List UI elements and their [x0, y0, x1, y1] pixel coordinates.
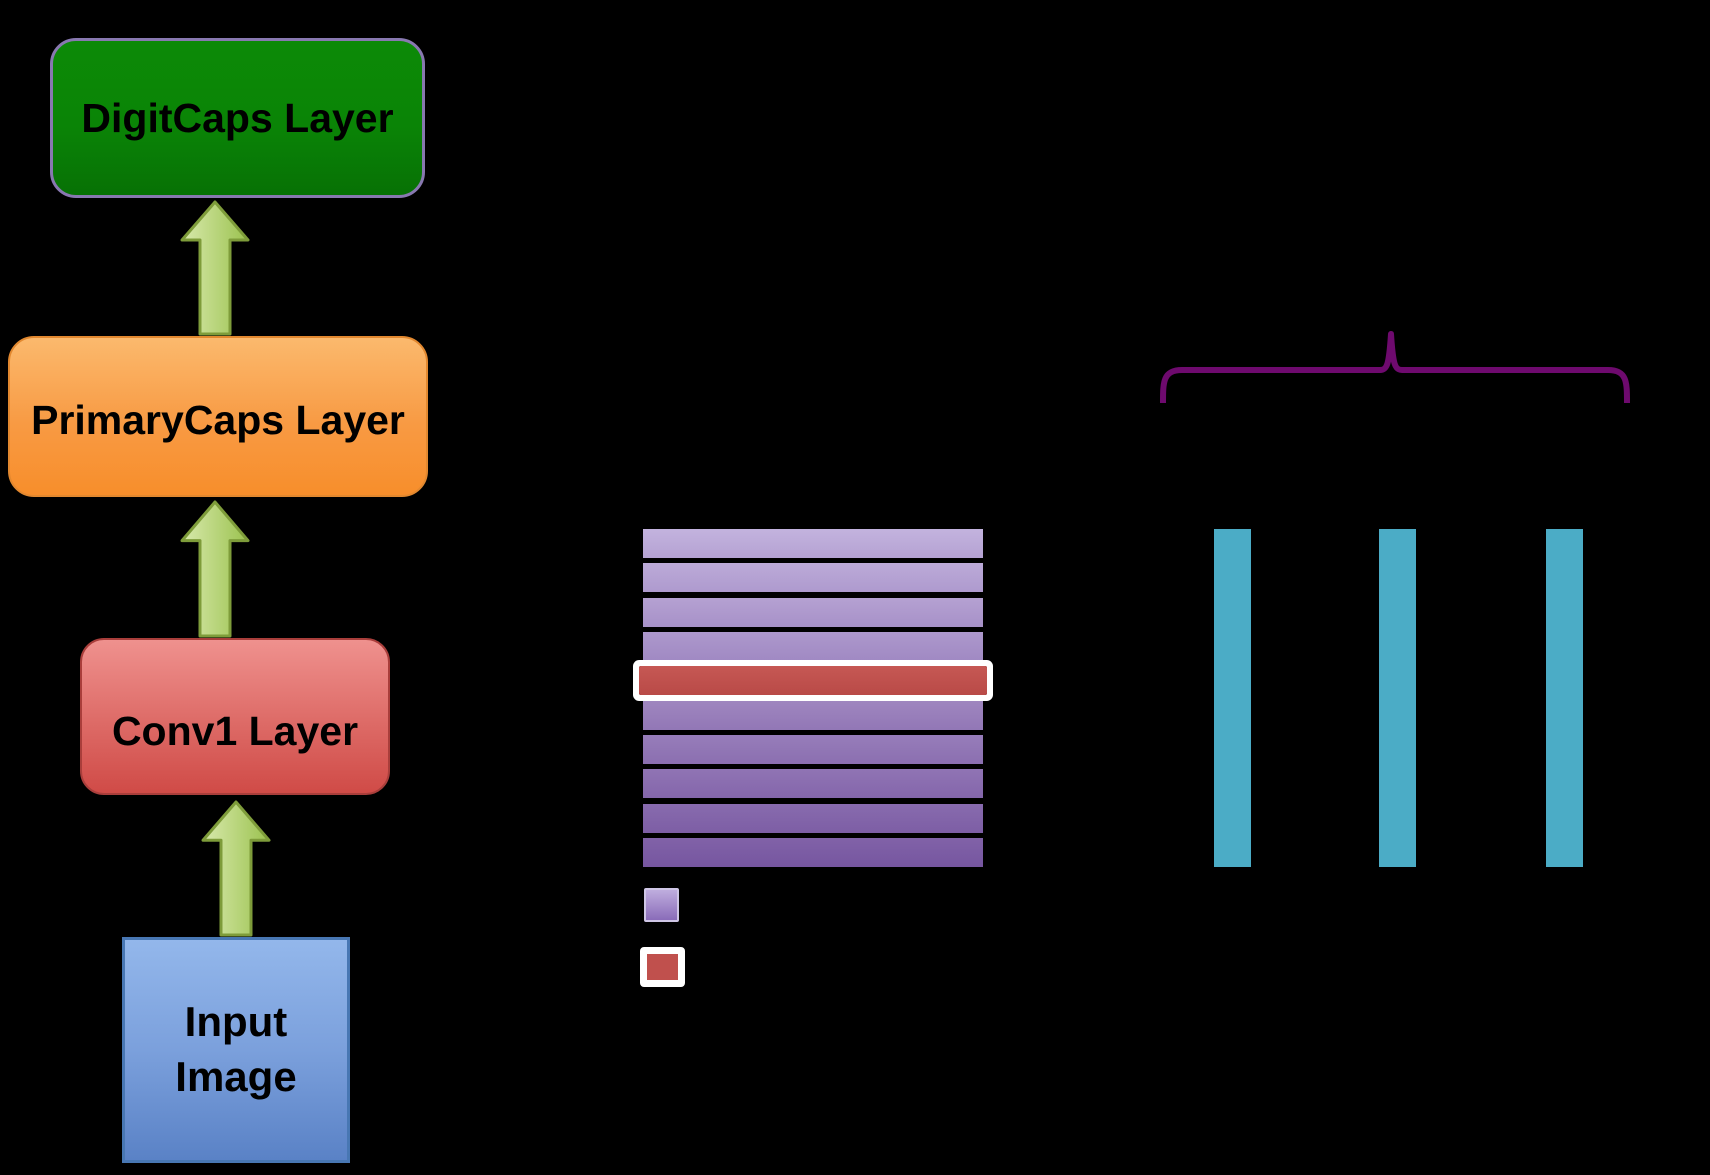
feature-map-row — [643, 803, 983, 833]
capsule-bar — [1214, 529, 1251, 867]
feature-map-row — [643, 597, 983, 627]
feature-map-row — [643, 631, 983, 661]
feature-map-row — [643, 769, 983, 799]
purple-legend-swatch — [644, 888, 679, 922]
curly-brace — [1160, 331, 1630, 404]
conv1-layer-label: Conv1 Layer — [111, 708, 359, 754]
primarycaps-layer-label: PrimaryCaps Layer — [31, 397, 405, 443]
feature-map-row — [643, 837, 983, 867]
red-legend-swatch — [640, 947, 685, 987]
digitcaps-layer-label: DigitCaps Layer — [81, 94, 394, 141]
highlighted-feature-map-row — [639, 666, 987, 696]
conv1-layer-box: Conv1 Layer — [80, 638, 390, 795]
feature-map-row — [643, 563, 983, 593]
feature-map-row — [643, 700, 983, 730]
capsule-bar — [1379, 529, 1416, 867]
up-arrow-icon — [201, 800, 271, 937]
input-image-label: Input Image — [175, 998, 297, 1100]
digitcaps-layer-box: DigitCaps Layer — [50, 38, 425, 198]
feature-map-row — [643, 529, 983, 558]
up-arrow-icon — [180, 500, 250, 638]
primarycaps-layer-box: PrimaryCaps Layer — [8, 336, 428, 497]
capsule-bar — [1546, 529, 1583, 867]
feature-map-row — [643, 734, 983, 764]
up-arrow-icon — [180, 200, 250, 336]
input-image-box: Input Image — [122, 937, 350, 1163]
feature-map-stack — [639, 529, 987, 867]
